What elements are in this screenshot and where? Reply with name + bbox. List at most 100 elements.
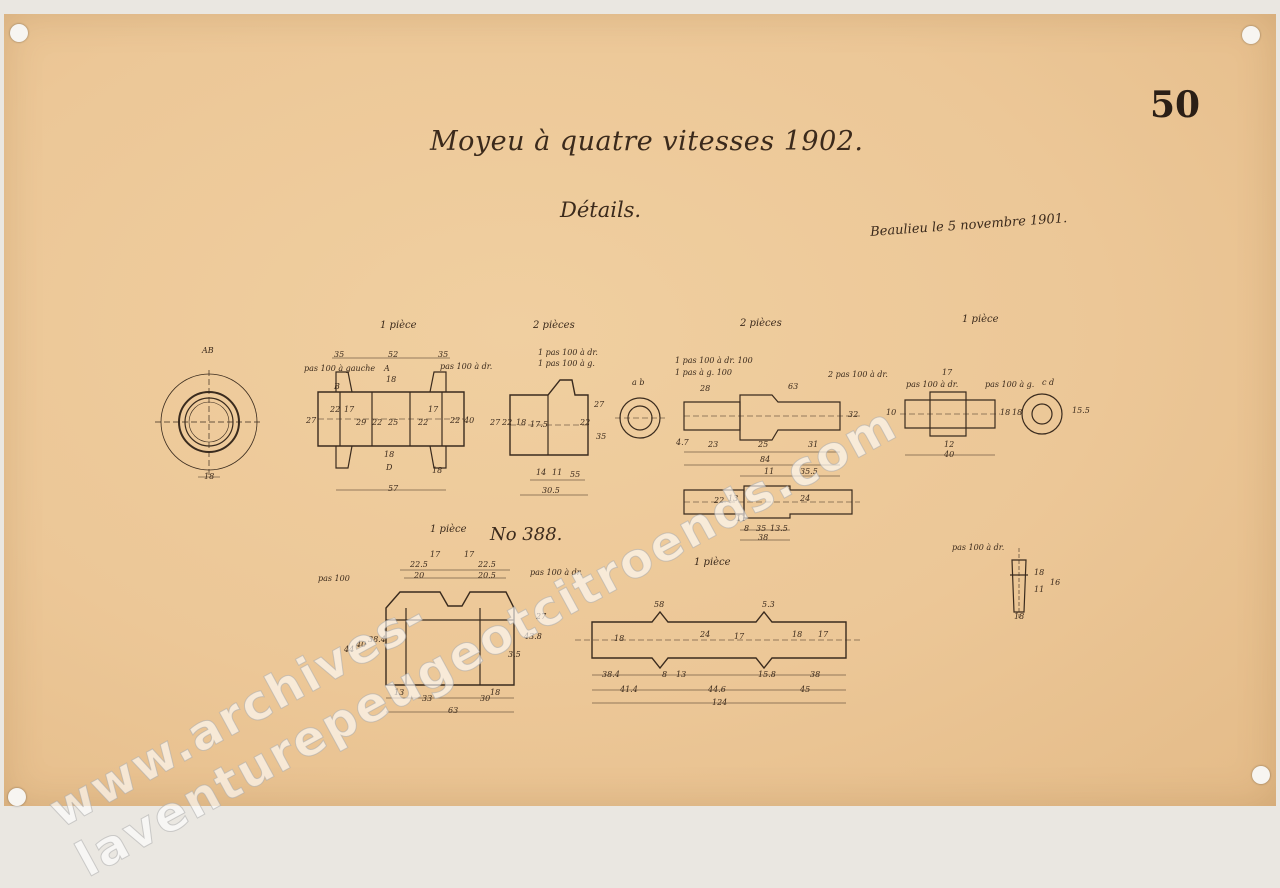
dimension: 17 bbox=[428, 405, 439, 414]
dimension: 25 bbox=[758, 440, 769, 449]
qty-label: 1 pièce bbox=[962, 314, 999, 325]
dimension: 22 bbox=[714, 496, 725, 505]
dimension: 43.8 bbox=[524, 632, 542, 641]
dimension: 22.5 bbox=[410, 560, 428, 569]
pin-bottom-right bbox=[1252, 766, 1270, 784]
dimension: 13.5 bbox=[770, 524, 788, 533]
dimension: 16 bbox=[1050, 578, 1061, 587]
part-ring-front-view bbox=[155, 370, 262, 478]
dimension: 24 bbox=[800, 494, 811, 503]
dimension: 30 bbox=[480, 694, 491, 703]
dimension: 41.4 bbox=[620, 685, 638, 694]
dimension: 27 bbox=[536, 612, 547, 621]
dimension: 18 bbox=[384, 450, 395, 459]
dimension: 14 bbox=[536, 468, 547, 477]
dimension: 38.4 bbox=[368, 635, 386, 644]
drawing-paper bbox=[4, 14, 1276, 806]
section-label: c d bbox=[1042, 378, 1055, 387]
dimension: 35 bbox=[334, 350, 345, 359]
drawing-subtitle: Détails. bbox=[560, 198, 642, 222]
dimension: 17 bbox=[430, 550, 441, 559]
dimension: 10 bbox=[886, 408, 897, 417]
pin-top-right bbox=[1242, 26, 1260, 44]
dimension: 18 bbox=[1034, 568, 1045, 577]
dimension: 17.5 bbox=[530, 420, 548, 429]
dimension: 27 bbox=[594, 400, 605, 409]
dimension: 40 bbox=[944, 450, 955, 459]
dimension: 11 bbox=[1034, 585, 1045, 594]
dimension: 57 bbox=[388, 484, 399, 493]
qty-label: 2 pièces bbox=[533, 320, 575, 331]
dimension: 8 bbox=[744, 524, 750, 533]
thread-note: 1 pas à g. 100 bbox=[675, 368, 732, 377]
thread-note: 1 pas 100 à dr. bbox=[538, 348, 598, 357]
dimension: 22 bbox=[418, 418, 429, 427]
dimension: 27 bbox=[306, 416, 317, 425]
part-long-shaft bbox=[575, 612, 860, 703]
thread-note: pas 100 à dr. bbox=[906, 380, 959, 389]
dimension: 4.7 bbox=[676, 438, 689, 447]
part-hub-shell bbox=[318, 358, 464, 490]
thread-note: pas 100 à dr. bbox=[530, 568, 583, 577]
section-label: AB bbox=[202, 346, 214, 355]
dimension: 11 bbox=[736, 514, 747, 523]
dimension: 22 bbox=[330, 405, 341, 414]
dimension: 38 bbox=[810, 670, 821, 679]
dimension: 17 bbox=[464, 550, 475, 559]
dimension: 18 bbox=[1012, 408, 1023, 417]
dimension: 18 bbox=[1014, 612, 1025, 621]
dimension: 32 bbox=[848, 410, 859, 419]
dimension: 63 bbox=[448, 706, 459, 715]
part-small-nut bbox=[900, 392, 1062, 455]
sheet-number: 50 bbox=[1150, 84, 1201, 126]
dimension: 15.5 bbox=[1072, 406, 1090, 415]
section-label: D bbox=[386, 463, 393, 472]
dimension: 22 bbox=[450, 416, 461, 425]
dimension: 33 bbox=[422, 694, 433, 703]
qty-label: 1 pièce bbox=[380, 320, 417, 331]
dimension: 23 bbox=[708, 440, 719, 449]
part-axle-lower bbox=[684, 486, 860, 540]
dimension: 11 bbox=[764, 467, 775, 476]
dimension: 28 bbox=[700, 384, 711, 393]
dimension: 11 bbox=[552, 468, 563, 477]
dimension: 27 bbox=[490, 418, 501, 427]
dimension: 20.5 bbox=[478, 571, 496, 580]
dimension: 20 bbox=[414, 571, 425, 580]
dimension: 52 bbox=[388, 350, 399, 359]
dimension: 24 bbox=[700, 630, 711, 639]
dimension: 40 bbox=[464, 416, 475, 425]
dimension: 63 bbox=[788, 382, 799, 391]
dimension: 18 bbox=[1000, 408, 1011, 417]
thread-note: pas 100 à dr. bbox=[952, 543, 1005, 552]
dimension: 3.5 bbox=[508, 650, 521, 659]
dimension: 35.5 bbox=[800, 467, 818, 476]
dimension: 18 bbox=[516, 418, 527, 427]
drawing-title: Moyeu à quatre vitesses 1902. bbox=[430, 126, 864, 157]
thread-note: 1 pas 100 à dr. 100 bbox=[675, 356, 753, 365]
dimension: 18 bbox=[386, 375, 397, 384]
dimension: 8 bbox=[662, 670, 668, 679]
dimension: 29 bbox=[356, 418, 367, 427]
dimension: 25 bbox=[388, 418, 399, 427]
dimension: 17 bbox=[818, 630, 829, 639]
dimension: 35 bbox=[756, 524, 767, 533]
dimension: 18 bbox=[792, 630, 803, 639]
section-label: A bbox=[384, 364, 390, 373]
dimension: 5.3 bbox=[762, 600, 775, 609]
dimension: 17 bbox=[344, 405, 355, 414]
dimension: 38 bbox=[758, 533, 769, 542]
archive-sheet: 50 Moyeu à quatre vitesses 1902. Détails… bbox=[4, 14, 1276, 888]
pin-top-left bbox=[10, 24, 28, 42]
dimension: 124 bbox=[712, 698, 728, 707]
qty-label: 1 pièce bbox=[694, 557, 731, 568]
dimension: 13 bbox=[728, 494, 739, 503]
thread-note: pas 100 à dr. bbox=[440, 362, 493, 371]
dimension: 31 bbox=[808, 440, 819, 449]
dimension: 18 bbox=[490, 688, 501, 697]
drawing-number: No 388. bbox=[490, 524, 563, 545]
section-label: a b bbox=[632, 378, 645, 387]
dimension: 22 bbox=[372, 418, 383, 427]
pin-bottom-left bbox=[8, 788, 26, 806]
dimension: 17 bbox=[942, 368, 953, 377]
